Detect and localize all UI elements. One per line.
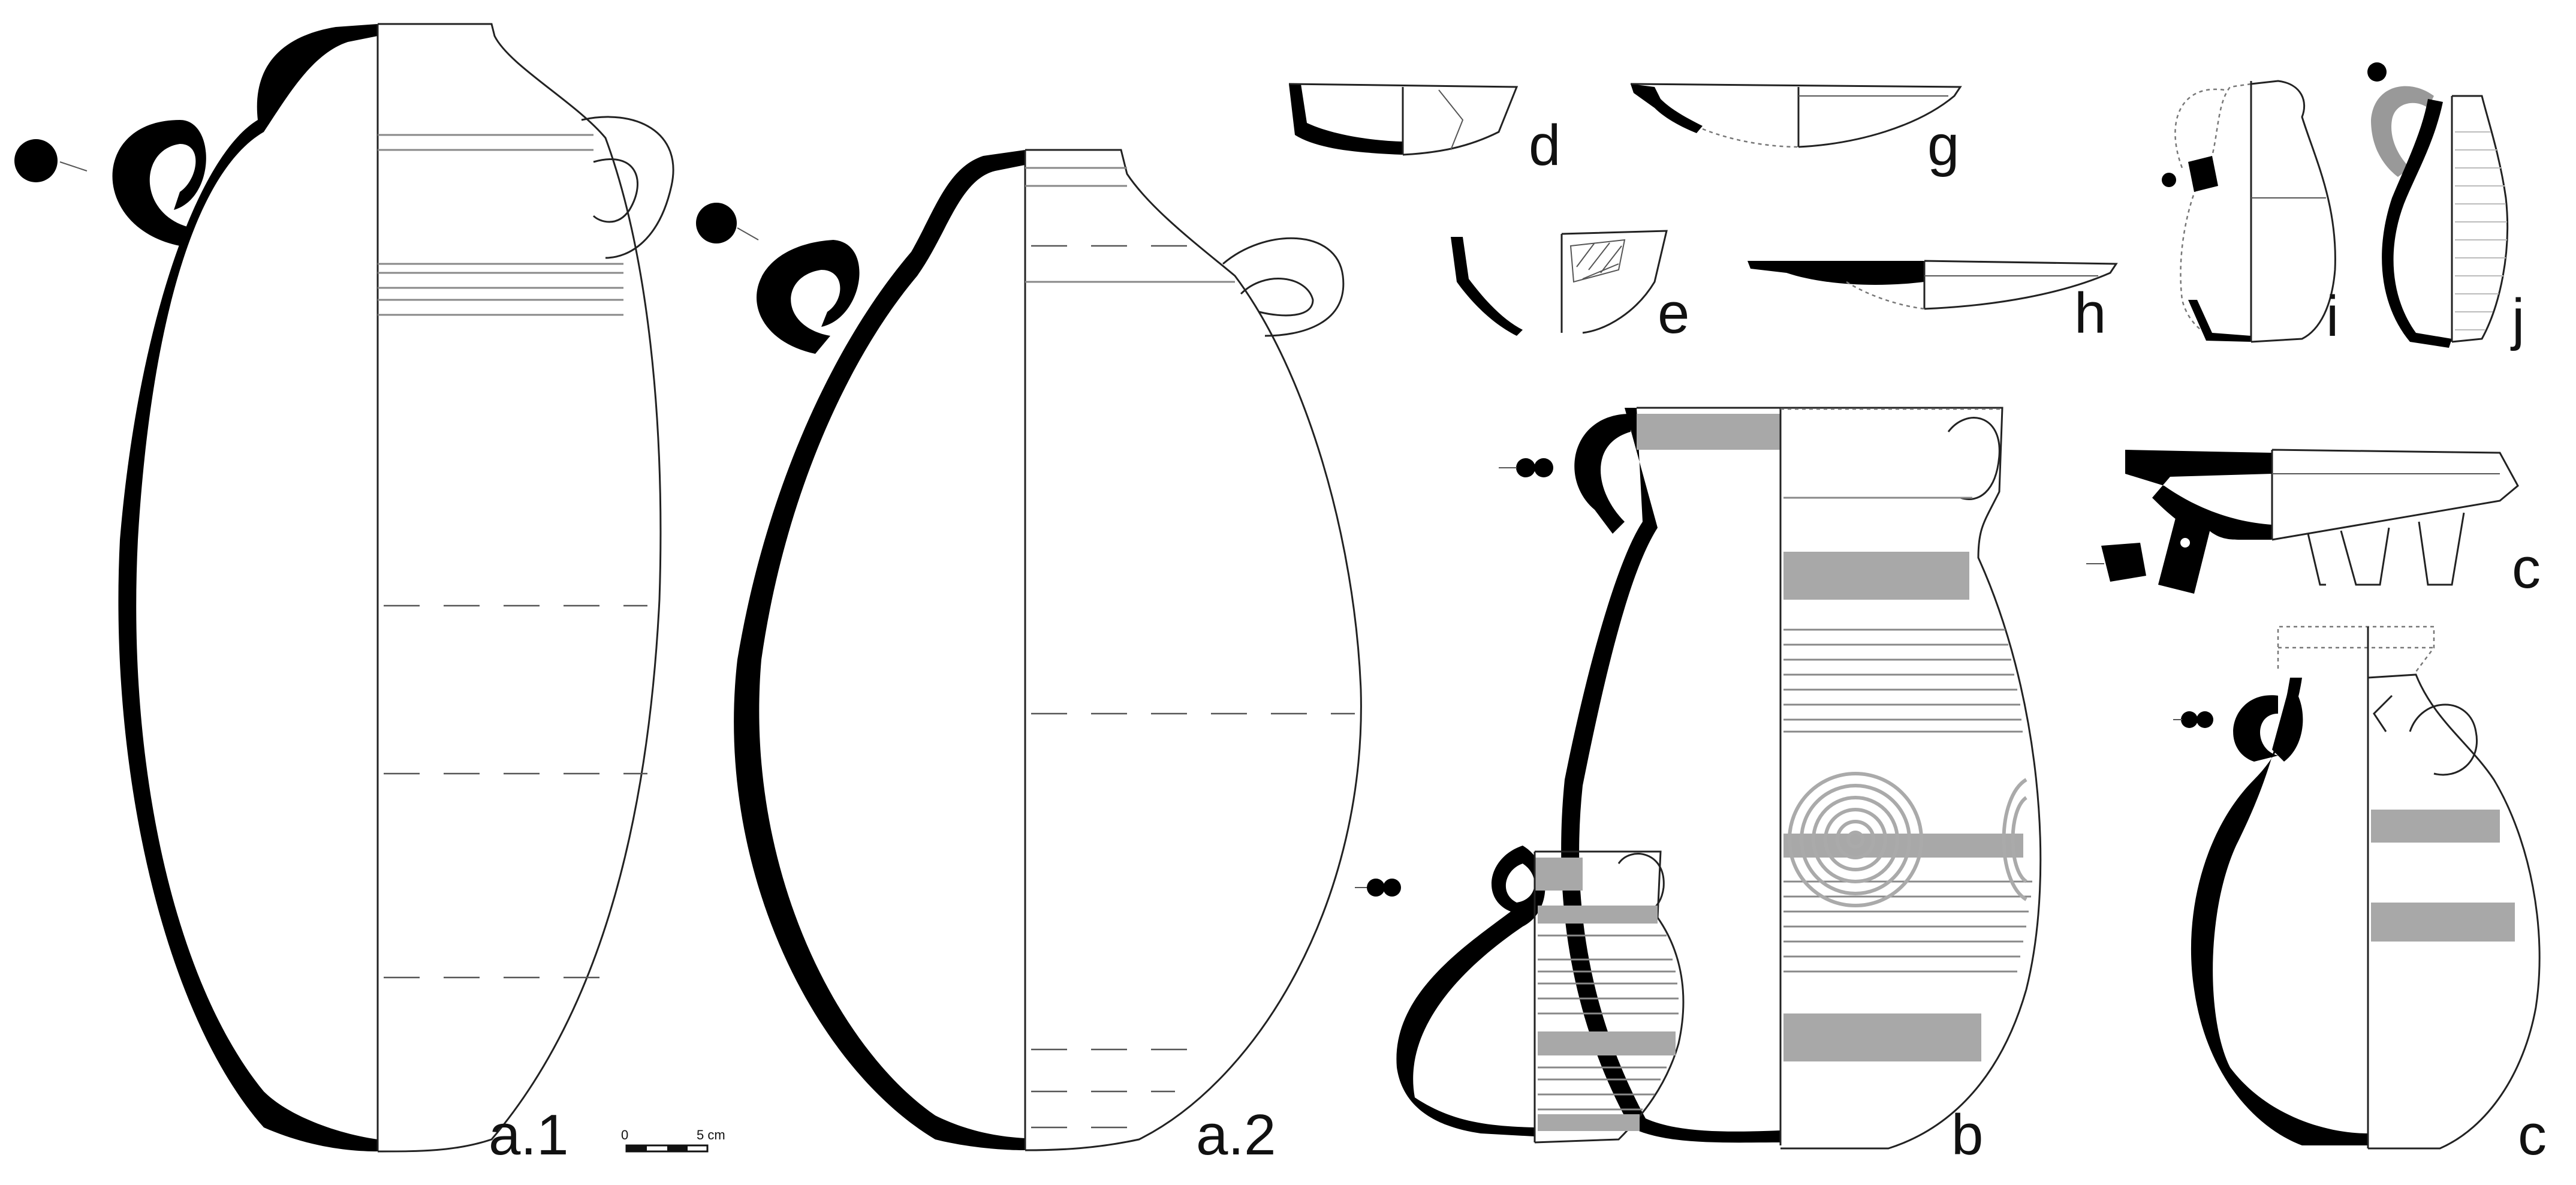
vessel-e-section-profile (1289, 84, 1403, 155)
figure-label-e: d (1529, 113, 1560, 178)
vessel-g: g (1630, 83, 1962, 178)
figure-label-c-caption: c (2518, 1103, 2547, 1167)
vessel-d: c (2086, 449, 2541, 600)
vessel-b-large-handle-section (1574, 414, 1631, 534)
vessel-f-section-profile (1451, 237, 1523, 336)
vessel-c-handle-section (2233, 684, 2303, 762)
figure-label-j: j (2510, 287, 2524, 351)
vessel-c: a.2 c c c c c c c c c c c c c c c c c c … (2173, 625, 2547, 1167)
figure-label-i: i (2326, 284, 2339, 348)
vessel-a1-handle-cross-section (14, 139, 58, 182)
figure-label-a1: a.1 (489, 1103, 568, 1167)
vessel-j-burnish-lines (2455, 131, 2507, 330)
vessel-j: j (2367, 62, 2524, 351)
figure-label-f: e (1658, 281, 1689, 345)
vessel-i-restored-outline (2174, 83, 2252, 340)
vessel-i-section-profile (2188, 156, 2251, 342)
vessel-d-foot-section (2158, 516, 2212, 594)
figure-label-d: c (2512, 536, 2541, 600)
vessel-h: h (1748, 260, 2118, 345)
vessel-c-profile-outline (2367, 673, 2541, 1150)
vessel-b-rim-band (1637, 414, 1780, 450)
vessel-b-painted-lines (1783, 497, 2032, 973)
figure-label-g: g (1927, 113, 1959, 178)
vessel-f-hatched-decoration (1569, 239, 1626, 283)
vessel-a1-profile-outline (377, 23, 662, 1153)
vessel-f: e (1451, 230, 1689, 345)
scale-bar-end: 5 cm (697, 1127, 725, 1142)
vessel-d-tripod-feet (2307, 512, 2465, 586)
vessel-a2: a.2 (696, 149, 1362, 1167)
vessel-a2-profile-outline (1025, 149, 1362, 1151)
vessel-b: b (1355, 407, 2042, 1167)
vessel-e: d (1288, 83, 1560, 178)
vessel-c-restored-rim (2277, 625, 2435, 672)
vessel-a2-handle-outline (1222, 237, 1345, 337)
vessel-a1-section-profile (118, 24, 378, 1151)
vessel-c-painted-band (2371, 810, 2500, 843)
vessel-b-small-section-profile (1396, 846, 1545, 1136)
figure-label-a2: a.2 (1196, 1103, 1276, 1167)
vessel-b-large-section-profile (1561, 408, 1780, 1143)
vessel-d-section-profile (2125, 450, 2272, 540)
vessel-a2-handle-cross-section (696, 203, 737, 243)
vessel-b-small-profile-outline (1534, 850, 1685, 1144)
scale-bar: 0 5 cm (621, 1127, 725, 1153)
vessel-a2-handle-section (757, 240, 860, 354)
vessel-a1: a.1 (14, 23, 674, 1167)
vessel-a1-handle-section (112, 120, 206, 246)
vessel-g-section-profile (1631, 84, 1703, 133)
figure-label-b: b (1951, 1103, 1983, 1167)
vessel-h-section-profile (1748, 261, 1924, 285)
vessel-j-grey-handle (2371, 86, 2434, 177)
vessel-j-section-profile (2382, 99, 2452, 348)
vessel-b-large-profile-outline (1637, 407, 2042, 1150)
vessel-a1-handle-outline (581, 116, 674, 259)
vessel-i: i (2162, 80, 2339, 348)
vessel-b-concentric-circles (1788, 772, 2027, 907)
scale-bar-start: 0 (621, 1127, 628, 1142)
figure-label-h: h (2074, 281, 2106, 345)
